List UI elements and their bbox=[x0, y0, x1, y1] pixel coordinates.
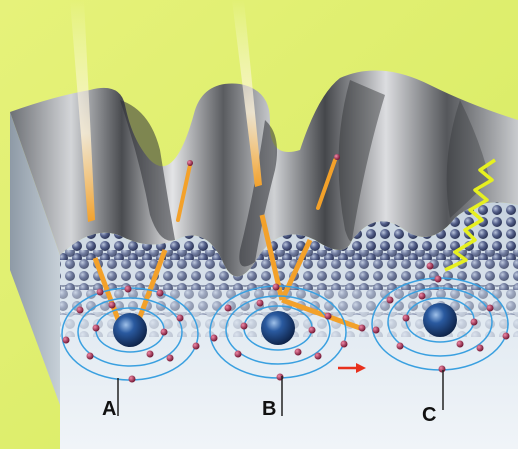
label-a: A bbox=[102, 398, 116, 421]
ejected-atom bbox=[334, 154, 340, 160]
label-b: B bbox=[262, 398, 276, 421]
nucleus bbox=[261, 311, 295, 345]
ejected-atom bbox=[187, 160, 193, 166]
nucleus bbox=[423, 303, 457, 337]
label-c: C bbox=[422, 404, 436, 427]
nucleus bbox=[113, 313, 147, 347]
